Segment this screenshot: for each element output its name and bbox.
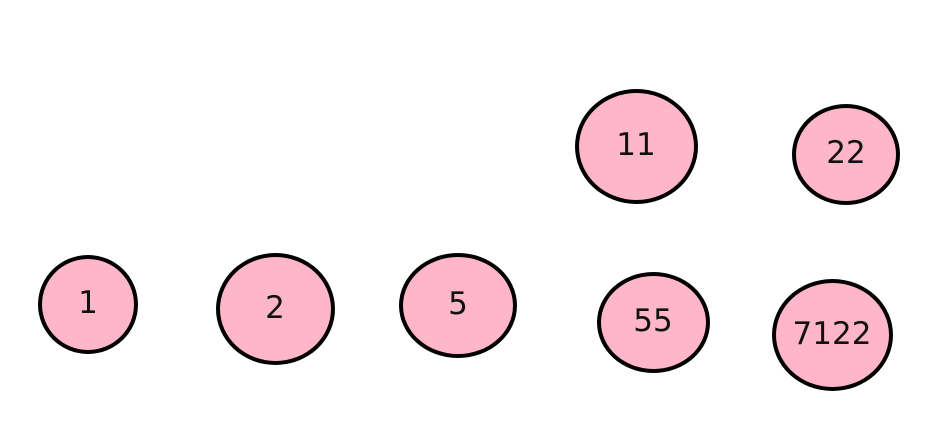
node-11-label: 11 <box>616 126 656 163</box>
node-1-label: 1 <box>78 284 98 321</box>
node-1[interactable]: 1 <box>38 254 138 354</box>
node-55-label: 55 <box>633 302 673 339</box>
node-5-label: 5 <box>448 285 468 322</box>
node-5[interactable]: 5 <box>399 252 517 358</box>
node-22[interactable]: 22 <box>792 103 900 205</box>
node-2[interactable]: 2 <box>215 253 335 365</box>
node-11[interactable]: 11 <box>574 88 698 204</box>
node-2-label: 2 <box>265 289 285 326</box>
node-7122-label: 7122 <box>792 315 872 352</box>
node-7122[interactable]: 7122 <box>771 279 893 391</box>
node-22-label: 22 <box>826 134 866 171</box>
node-55[interactable]: 55 <box>596 271 710 373</box>
